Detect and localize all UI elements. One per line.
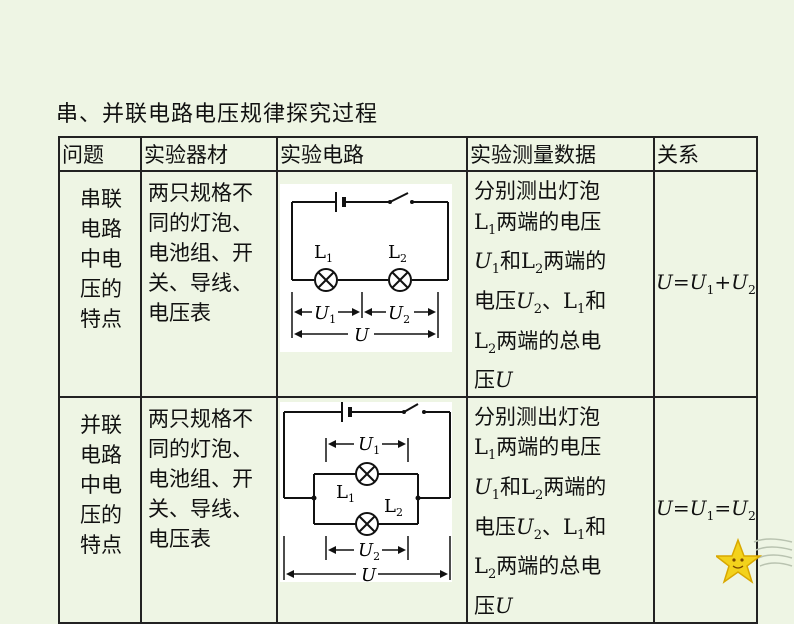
issue-line: 电路 [80,217,122,241]
data-line: L2两端的总电 [474,328,602,357]
data-line: L1两端的电压 [474,435,602,464]
circuit-cell-parallel: L1 L2 [276,395,468,624]
equipment-line: 电池组、开 [148,241,253,265]
data-line: U1和L2两端的 [474,249,607,278]
issue-line: 特点 [80,532,122,557]
header-circuit: 实验电路 [276,136,468,172]
circuit-cell-series: L1 L2 [276,170,468,398]
issue-line: 压的 [80,277,122,301]
equipment-line: 两只规格不 [148,181,253,205]
equipment-line: 关、导线、 [148,271,253,295]
equipment-line: 两只规格不 [148,406,253,431]
equipment-line: 电压表 [148,301,211,325]
equipment-line: 电压表 [148,526,211,551]
relation-cell-parallel: U=U1=U2 [653,395,758,624]
page-title: 串、并联电路电压规律探究过程 [56,102,379,127]
data-cell-parallel: 分别测出灯泡 L1两端的电压 U1和L2两端的 电压U2、L1和 L2两端的总电… [466,395,655,624]
lamp-1-icon [314,268,338,292]
issue-line: 特点 [80,307,122,331]
issue-line: 压的 [80,502,122,527]
table-row-parallel: 并联 电路 中电 压的 特点 两只规格不 同的灯泡、 电池组、开 关、导线、 电… [58,395,758,624]
issue-line: 中电 [80,472,122,497]
header-equipment: 实验器材 [140,136,278,172]
equipment-line: 关、导线、 [148,496,253,521]
switch-contact [388,200,392,204]
header-issue: 问题 [58,136,142,172]
equipment-line: 电池组、开 [148,466,253,491]
voltage-total-label: U [354,325,370,346]
issue-line: 中电 [80,247,122,271]
table-row-series: 串联 电路 中电 压的 特点 两只规格不 同的灯泡、 电池组、开 关、导线、 电… [58,170,758,398]
experiment-table: 问题 实验器材 实验电路 实验测量数据 关系 串联 电路 中电 压的 特点 两只… [58,136,758,624]
data-line: 电压U2、L1和 [474,514,607,543]
relation-cell-series: U=U1+U2 [653,170,758,398]
data-line: 压U [474,368,513,393]
battery-symbol [335,192,346,212]
data-line: L2两端的总电 [474,554,602,583]
lamp-2-icon [355,511,379,536]
issue-cell-parallel: 并联 电路 中电 压的 特点 [58,395,142,624]
star-icon [716,537,793,584]
parallel-circuit-diagram: L1 L2 [280,401,452,586]
series-circuit-diagram: L1 L2 [280,184,452,352]
equipment-cell-series: 两只规格不 同的灯泡、 电池组、开 关、导线、 电压表 [140,170,278,398]
lamp-1-icon [355,461,379,486]
equipment-line: 同的灯泡、 [148,211,253,235]
data-line: L1两端的电压 [474,209,602,238]
data-cell-series: 分别测出灯泡 L1两端的电压 U1和L2两端的 电压U2、L1和 L2两端的总电… [466,170,655,398]
data-line: U1和L2两端的 [474,474,607,504]
equipment-line: 同的灯泡、 [148,436,253,461]
equipment-cell-parallel: 两只规格不 同的灯泡、 电池组、开 关、导线、 电压表 [140,395,278,624]
voltage-total-label: U [361,565,377,586]
data-line: 电压U2、L1和 [474,288,607,318]
lamp-2-icon [388,268,412,292]
battery-symbol [341,401,352,422]
issue-cell-series: 串联 电路 中电 压的 特点 [58,170,142,398]
issue-line: 并联 [80,412,122,437]
relation-parallel: U=U1=U2 [656,496,756,524]
data-line: 分别测出灯泡 [474,404,600,429]
header-row: 问题 实验器材 实验电路 实验测量数据 关系 [58,136,758,172]
issue-line: 电路 [80,442,122,467]
relation-series: U=U1+U2 [656,270,756,298]
issue-line: 串联 [80,187,122,211]
data-line: 分别测出灯泡 [474,179,600,203]
header-data: 实验测量数据 [466,136,655,172]
header-relation: 关系 [653,136,758,172]
